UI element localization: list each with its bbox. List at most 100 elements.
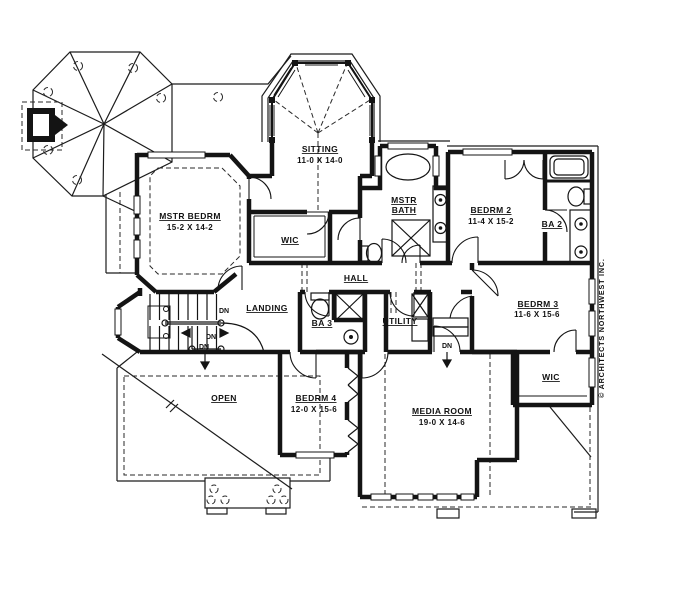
room-label-bedrm4: BEDRM 4 — [295, 393, 336, 403]
porch-foot-left — [206, 507, 228, 515]
ba3-shower — [335, 293, 364, 321]
sitting-bay-walls — [269, 60, 375, 140]
ba3-toilet-bowl — [310, 298, 330, 320]
mstr-toilet-bowl — [365, 242, 383, 264]
door-bedrm2-closet-2 — [523, 159, 544, 180]
chimney-arrow — [55, 115, 68, 135]
sink — [434, 193, 447, 207]
ba2-tub — [549, 155, 589, 179]
window — [133, 195, 141, 215]
ba3-shower-x — [335, 293, 364, 321]
door-mstr-bath-side — [337, 217, 361, 241]
room-dims-mstr-bedrm: 15-2 X 14-2 — [167, 223, 213, 232]
window — [387, 142, 429, 150]
window — [295, 451, 335, 459]
stair-dir-arrow-left — [180, 328, 191, 338]
roof-vent-circle — [128, 63, 138, 73]
stair-treads-upper — [149, 294, 218, 320]
newel-post — [188, 345, 196, 353]
door-ba3 — [304, 291, 330, 317]
window — [588, 310, 596, 337]
rear-porch-dashed — [362, 407, 592, 508]
vestibule-step — [432, 317, 469, 328]
ba2-toilet-bowl — [567, 186, 585, 207]
window — [462, 148, 513, 156]
ba3-toilet-tank — [310, 292, 330, 301]
sink — [434, 221, 447, 235]
door-mstr-bath-double-1 — [381, 238, 407, 264]
door-ba2 — [544, 209, 568, 233]
stair-curved-banister — [220, 322, 265, 353]
room-label-utility: UTILITY — [383, 316, 418, 326]
room-dims-bedrm3: 11-6 X 15-6 — [514, 310, 560, 319]
wic-master-shelves — [253, 215, 326, 258]
porch-slab — [204, 477, 291, 509]
window — [417, 493, 434, 501]
room-label-mstr-bath-2: BATH — [392, 205, 417, 215]
door-bedrm2-entry — [451, 236, 479, 264]
window — [395, 493, 414, 501]
room-label-bedrm3: BEDRM 3 — [517, 299, 558, 309]
door-media-west — [361, 351, 389, 379]
copyright-text: © ARCHITECTS NORTHWEST INC. — [597, 258, 606, 398]
room-label-mstr-bedrm: MSTR BEDRM — [159, 211, 221, 221]
dn-label-1: DN — [219, 308, 229, 315]
dn-label-4: DN — [442, 343, 452, 350]
window — [370, 493, 392, 501]
porch-post — [220, 495, 230, 505]
sink — [574, 217, 588, 231]
ba2-vanity — [569, 209, 593, 265]
tray-ceiling-dashed — [149, 167, 241, 275]
mstr-bath-vanity — [432, 185, 449, 243]
stair-dir-arrow-right — [219, 328, 230, 338]
newel-post — [217, 319, 225, 327]
right-eave-lines — [378, 140, 599, 513]
room-label-hall: HALL — [344, 273, 368, 283]
window — [147, 151, 206, 159]
right-roof-diagonal — [549, 406, 592, 458]
window — [432, 155, 440, 177]
window — [133, 239, 141, 259]
door-bedrm3-wic — [553, 329, 577, 353]
room-label-mstr-bath-1: MSTR — [391, 195, 417, 205]
room-label-wic-master: WIC — [281, 235, 299, 245]
window — [588, 278, 596, 305]
sitting-ceiling-radials — [273, 63, 371, 210]
room-dims-bedrm4: 12-0 X 15-6 — [291, 405, 337, 414]
room-label-wic2: WIC — [542, 372, 560, 382]
room-dims-sitting: 11-0 X 14-0 — [297, 156, 343, 165]
door-bedrm2-closet-1 — [504, 159, 525, 180]
porch-post — [206, 495, 216, 505]
sink — [574, 245, 588, 259]
door-mstr-vestibule — [248, 176, 272, 200]
newel-post — [161, 319, 169, 327]
roof-vent-circle — [73, 61, 83, 71]
open-valley-diagonal — [101, 353, 293, 490]
media-dn-arrowhead — [441, 359, 453, 369]
turret-roof-hips — [32, 51, 173, 197]
rear-porch-foot-left — [436, 508, 460, 519]
porch-post — [209, 484, 219, 494]
newel-post — [217, 345, 225, 353]
window — [133, 217, 141, 236]
door-bedrm4 — [289, 351, 317, 379]
porch-post — [266, 495, 276, 505]
stair-rails — [165, 321, 221, 350]
door-mstr-bedrm — [217, 265, 243, 291]
utility-washer — [411, 293, 429, 318]
bedrm4-bifold-1 — [347, 367, 359, 403]
room-label-sitting: SITTING — [302, 144, 338, 154]
roof-vent-circle — [156, 93, 166, 103]
window — [588, 357, 596, 388]
door-bedrm3-entry — [449, 269, 499, 319]
dn-label-2: DN — [206, 334, 216, 341]
mstr-toilet-tank — [360, 245, 369, 262]
room-label-landing: LANDING — [246, 303, 288, 313]
overhang-dashed-layer — [21, 61, 592, 508]
left-porch-outline — [116, 351, 331, 482]
window — [114, 308, 122, 336]
room-label-open: OPEN — [211, 393, 237, 403]
door-utility — [389, 291, 415, 317]
